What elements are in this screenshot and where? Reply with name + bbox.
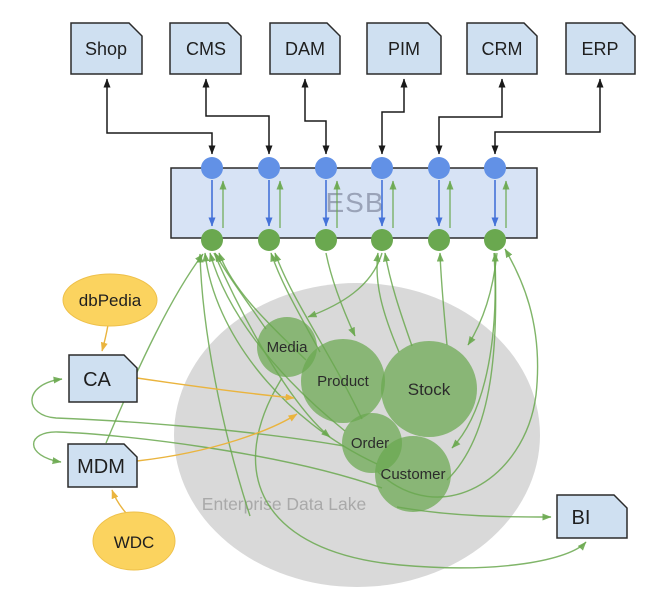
system-card-pim bbox=[366, 22, 442, 75]
source-ellipse-wdc bbox=[92, 511, 176, 571]
flow-order-to-ca bbox=[31, 376, 345, 447]
flow-customer-to-esb bbox=[202, 252, 378, 465]
esb-port-out bbox=[315, 229, 337, 251]
esb-port-in bbox=[201, 157, 223, 179]
system-label-cms: CMS bbox=[186, 39, 226, 59]
flow-stock-to-esb bbox=[382, 252, 413, 347]
system-card-crm bbox=[466, 22, 538, 75]
flow-customer-to-mdm bbox=[32, 431, 383, 489]
domain-label-stock: Stock bbox=[408, 380, 451, 399]
domain-label-product: Product bbox=[317, 373, 370, 390]
yellow-flows bbox=[100, 324, 298, 514]
hub-card-bi bbox=[556, 494, 628, 539]
flow-mdm-to-order bbox=[136, 413, 298, 462]
esb-port-out bbox=[201, 229, 223, 251]
esb-label: ESB bbox=[325, 187, 384, 218]
hub-card-ca bbox=[68, 354, 138, 403]
system-card-erp bbox=[565, 22, 636, 75]
esb-port-in bbox=[315, 157, 337, 179]
esb-bar bbox=[170, 167, 538, 239]
system-cards: Shop CMS DAM PIM CRM ERP bbox=[70, 22, 636, 75]
flow-stock-to-esb-2 bbox=[373, 252, 400, 353]
flow-lake-to-esb bbox=[196, 253, 251, 517]
flow-esb-to-media bbox=[307, 252, 383, 318]
source-ellipse-dbpedia bbox=[62, 273, 158, 327]
connector-erp-esb bbox=[491, 78, 604, 155]
system-label-crm: CRM bbox=[482, 39, 523, 59]
domain-circle-product bbox=[301, 339, 385, 423]
esb-port-out bbox=[258, 229, 280, 251]
hub-label-bi: BI bbox=[572, 507, 591, 529]
esb-port-in bbox=[258, 157, 280, 179]
system-card-shop bbox=[70, 22, 143, 75]
connector-cms-esb bbox=[202, 78, 273, 155]
esb-port-in bbox=[484, 157, 506, 179]
flow-dbpedia-to-ca bbox=[100, 324, 109, 352]
hub-label-ca: CA bbox=[83, 369, 111, 391]
flow-lake-to-bi bbox=[254, 377, 587, 569]
source-label-wdc: WDC bbox=[114, 533, 155, 552]
flow-ca-to-product bbox=[136, 377, 295, 401]
system-label-shop: Shop bbox=[85, 39, 127, 59]
connector-crm-esb bbox=[435, 78, 506, 155]
system-card-cms bbox=[169, 22, 242, 75]
system-esb-connectors bbox=[103, 78, 604, 155]
connector-shop-esb bbox=[103, 78, 216, 155]
connector-dam-esb bbox=[301, 78, 330, 155]
esb-internal-arrows bbox=[208, 180, 510, 228]
system-card-dam bbox=[269, 22, 341, 75]
flow-wdc-to-mdm bbox=[111, 489, 127, 514]
domain-label-order: Order bbox=[351, 435, 389, 452]
flow-mdm-to-esb bbox=[105, 253, 204, 444]
lake-domains: Media Product Stock Order Customer bbox=[257, 317, 477, 512]
domain-circle-customer bbox=[375, 436, 451, 512]
esb-port-in bbox=[371, 157, 393, 179]
system-label-pim: PIM bbox=[388, 39, 420, 59]
system-label-erp: ERP bbox=[581, 39, 618, 59]
connector-pim-esb bbox=[378, 78, 408, 155]
domain-circle-stock bbox=[381, 341, 477, 437]
flow-esb-to-product bbox=[325, 252, 356, 337]
system-label-dam: DAM bbox=[285, 39, 325, 59]
domain-circle-media bbox=[257, 317, 317, 377]
domain-label-media: Media bbox=[267, 339, 309, 356]
source-label-dbpedia: dbPedia bbox=[79, 291, 142, 310]
data-lake-label: Enterprise Data Lake bbox=[202, 494, 366, 514]
hub-card-mdm bbox=[67, 443, 138, 488]
esb-port-out bbox=[428, 229, 450, 251]
domain-label-customer: Customer bbox=[380, 466, 445, 483]
esb-port-out bbox=[371, 229, 393, 251]
esb-port-out bbox=[484, 229, 506, 251]
flow-stock-to-esb-3 bbox=[436, 252, 448, 346]
flow-customer-to-esb-2 bbox=[446, 252, 499, 481]
hub-label-mdm: MDM bbox=[77, 456, 125, 478]
esb-port-in bbox=[428, 157, 450, 179]
esb-ports bbox=[201, 157, 506, 251]
